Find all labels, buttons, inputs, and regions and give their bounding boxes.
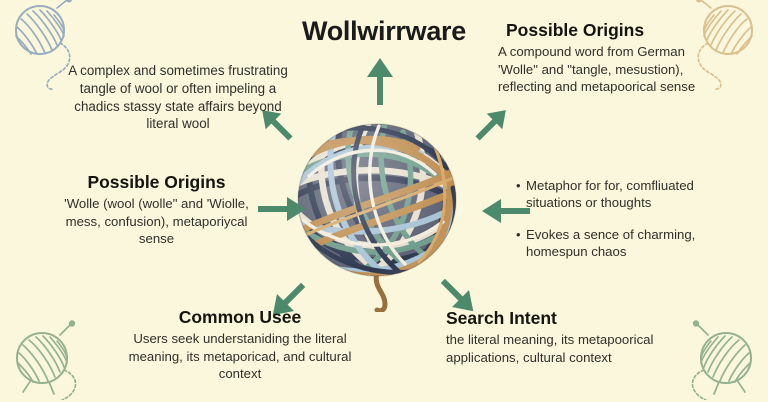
yarn-ball-doodle-top-left [2, 0, 94, 92]
common-use-body: Users seek understaniding the literal me… [128, 331, 352, 382]
possible-origins-right-block: Possible Origins A compound word from Ge… [498, 20, 708, 96]
possible-origins-left-heading: Possible Origins [87, 172, 226, 192]
arrow-left-icon [482, 198, 530, 229]
page-title: Wollwirrware [302, 16, 466, 46]
bullet-dot-icon: • [516, 178, 521, 193]
common-use-block: Common Usee Users seek understaniding th… [120, 307, 360, 383]
common-use-heading: Common Usee [178, 307, 302, 327]
arrow-down-left-icon [266, 276, 312, 327]
yarn-ball-doodle-bottom-right [674, 306, 766, 402]
arrow-down-right-icon [434, 272, 480, 323]
possible-origins-left-body: 'Wolle (wool (wolle" and 'Wiolle, mess, … [64, 196, 249, 247]
possible-origins-right-body: A compound word from German 'Wolle" and … [498, 44, 696, 95]
arrow-up-icon [366, 58, 394, 111]
search-intent-body: the literal meaning, its metapoorical ap… [446, 332, 654, 365]
metaphor-bullet-list: • Metaphor for for, comfliuated situatio… [516, 177, 748, 275]
possible-origins-left-block: Possible Origins 'Wolle (wool (wolle" an… [54, 172, 259, 248]
bullet-text: Metaphor for for, comfliuated situations… [526, 178, 694, 211]
yarn-ball-doodle-bottom-left [2, 306, 94, 402]
search-intent-heading: Search Intent [446, 308, 557, 328]
list-item: • Metaphor for for, comfliuated situatio… [516, 177, 748, 212]
bullet-text: Evokes a sence of charming, homespun cha… [526, 226, 696, 260]
bullet-dot-icon: • [516, 226, 521, 242]
arrow-right-icon [258, 196, 306, 227]
arrow-up-right-icon [470, 104, 512, 151]
yarn-ball-doodle-top-right [674, 0, 766, 92]
search-intent-block: Search Intent the literal meaning, its m… [446, 308, 661, 366]
list-item: • Evokes a sence of charming, homespun c… [516, 226, 748, 261]
definition-block: A complex and sometimes frustrating tang… [62, 62, 294, 133]
definition-body: A complex and sometimes frustrating tang… [68, 63, 288, 132]
tangled-yarn-ball [281, 112, 477, 314]
arrow-up-left-icon [256, 104, 298, 151]
possible-origins-right-heading: Possible Origins [506, 20, 645, 40]
